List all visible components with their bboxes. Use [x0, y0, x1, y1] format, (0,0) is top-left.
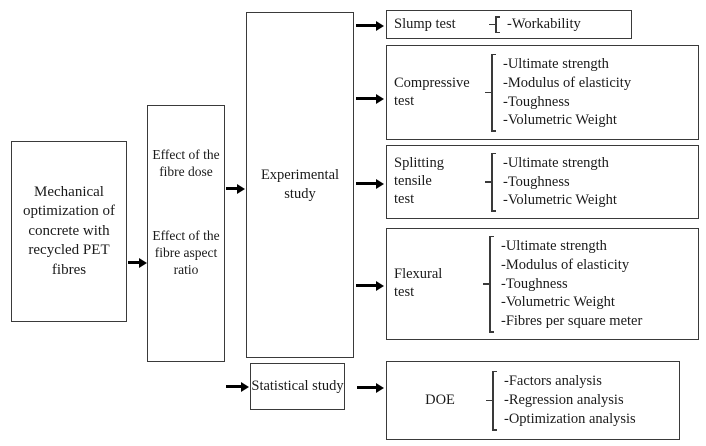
factor-fibre-dose-label: Effect of the fibre dose [152, 147, 220, 179]
arrow-root-to-factors [128, 257, 147, 268]
outcome-item: -Modulus of elasticity [503, 74, 632, 91]
outcome-item: -Modulus of elasticity [501, 256, 630, 273]
doe-label: DOE [425, 391, 455, 408]
experimental-study-box: Experimental study [246, 12, 354, 358]
root-objective-label: Mechanical optimization of concrete with… [22, 183, 116, 278]
root-objective-box: Mechanical optimization of concrete with… [11, 141, 127, 322]
slump-test-box: Slump test -Workability [386, 10, 632, 39]
outcome-item: -Volumetric Weight [503, 192, 617, 209]
compressive-test-box: Compressive test -Ultimate strength -Mod… [386, 45, 699, 140]
bracket-icon [484, 53, 497, 132]
outcome-item: -Volumetric Weight [503, 112, 617, 129]
flexural-test-outcomes: -Ultimate strength -Modulus of elasticit… [499, 237, 691, 331]
bracket-icon [482, 235, 495, 333]
arrow-factors-to-statistical [226, 381, 249, 392]
outcome-item: -Workability [507, 16, 581, 33]
outcome-item: -Fibres per square meter [501, 313, 643, 330]
splitting-tensile-test-box: Splitting tensile test -Ultimate strengt… [386, 145, 699, 219]
outcome-item: -Toughness [503, 93, 570, 110]
compressive-test-label: Compressive test [394, 74, 470, 109]
statistical-study-box: Statistical study [250, 363, 345, 410]
slump-test-outcomes: -Workability [505, 15, 624, 34]
outcome-item: -Toughness [503, 173, 570, 190]
slump-test-label: Slump test [394, 15, 456, 32]
outcome-item: -Ultimate strength [503, 55, 609, 72]
doe-box: DOE -Factors analysis -Regression analys… [386, 361, 680, 440]
arrow-experimental-to-splitting-tensile-test [356, 178, 385, 189]
compressive-test-outcomes: -Ultimate strength -Modulus of elasticit… [501, 55, 691, 130]
experimental-study-label: Experimental study [260, 167, 340, 202]
flexural-test-box: Flexural test -Ultimate strength -Modulu… [386, 228, 699, 340]
arrow-experimental-to-slump-test [356, 20, 385, 31]
arrow-experimental-to-compressive-test [356, 93, 385, 104]
outcome-item: -Ultimate strength [503, 154, 609, 171]
bracket-icon [485, 370, 498, 431]
arrow-factors-to-experimental [226, 183, 245, 194]
arrow-statistical-to-doe [357, 382, 385, 393]
outcome-item: -Optimization analysis [504, 410, 636, 427]
doe-outcomes: -Factors analysis -Regression analysis -… [502, 372, 672, 429]
outcome-item: -Factors analysis [504, 373, 602, 390]
bracket-icon [488, 16, 501, 33]
outcome-item: -Volumetric Weight [501, 294, 615, 311]
arrow-experimental-to-flexural-test [356, 280, 385, 291]
splitting-tensile-test-outcomes: -Ultimate strength -Toughness -Volumetri… [501, 154, 691, 211]
outcome-item: -Toughness [501, 275, 568, 292]
fibre-factors-box: Effect of the fibre dose Effect of the f… [147, 105, 225, 362]
statistical-study-label: Statistical study [251, 378, 344, 395]
outcome-item: -Regression analysis [504, 392, 624, 409]
factor-fibre-aspect-ratio-label: Effect of the fibre aspect ratio [152, 228, 220, 277]
outcome-item: -Ultimate strength [501, 237, 607, 254]
splitting-tensile-test-label: Splitting tensile test [394, 155, 444, 207]
flexural-test-label: Flexural test [394, 266, 443, 300]
bracket-icon [484, 152, 497, 212]
